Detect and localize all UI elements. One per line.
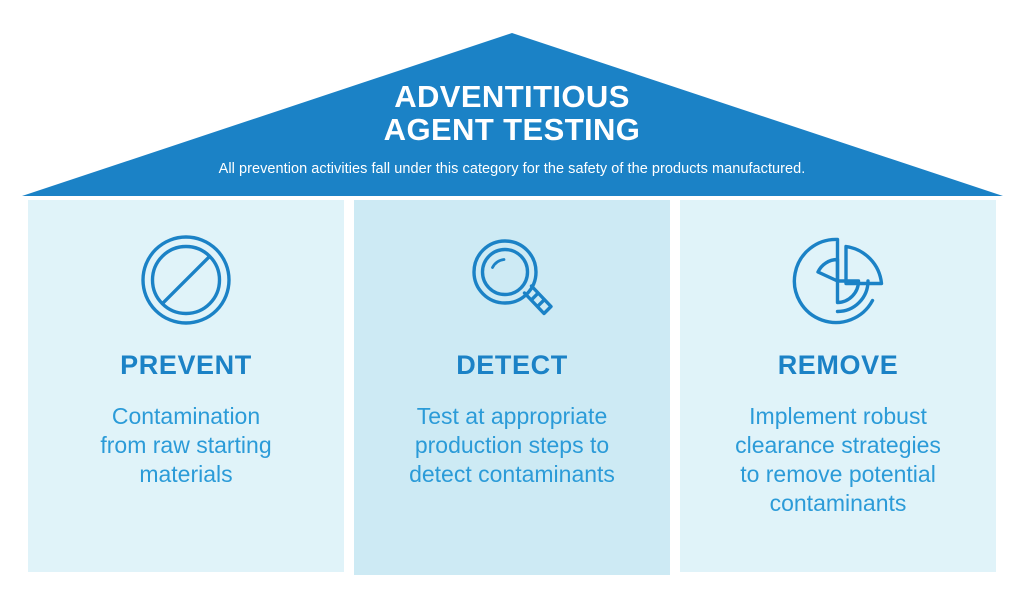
panel-heading-prevent: PREVENT: [120, 350, 252, 380]
panel-detect: DETECT Test at appropriate production st…: [354, 200, 670, 575]
roof-header: ADVENTITIOUS AGENT TESTING All preventio…: [0, 0, 1024, 200]
magnifying-glass-icon: [466, 232, 558, 328]
panel-remove: REMOVE Implement robust clearance strate…: [680, 200, 996, 572]
panel-body-detect: Test at appropriate production steps to …: [409, 403, 615, 487]
prohibition-sign-icon: [140, 232, 232, 328]
panel-body-remove: Implement robust clearance strategies to…: [735, 403, 941, 516]
panel-body-prevent: Contamination from raw starting material…: [100, 403, 272, 487]
panel-prevent: PREVENT Contamination from raw starting …: [28, 200, 344, 572]
panel-heading-detect: DETECT: [456, 350, 568, 380]
panel-row: PREVENT Contamination from raw starting …: [0, 200, 1024, 614]
pie-chart-segment-icon: [792, 232, 884, 328]
roof-triangle-shape: [22, 33, 1003, 196]
panel-heading-remove: REMOVE: [777, 350, 899, 380]
